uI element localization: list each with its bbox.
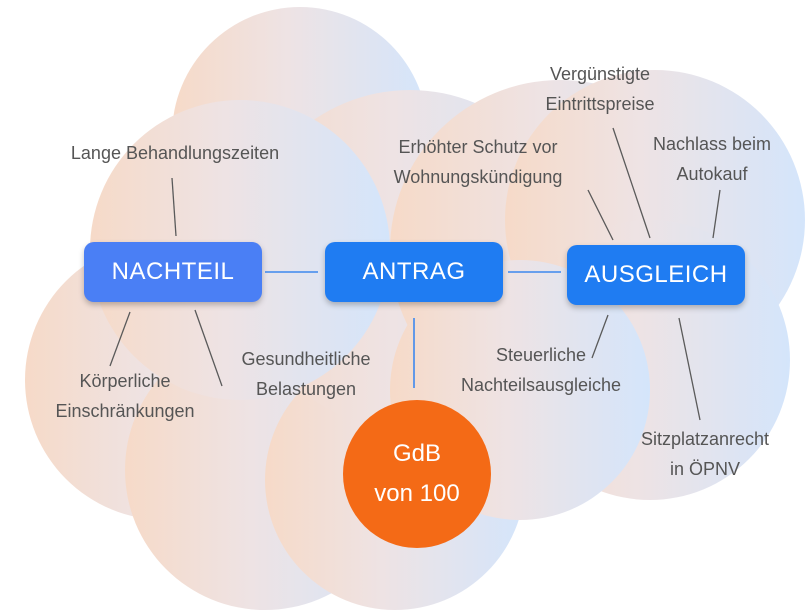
label-line: Steuerliche <box>495 345 587 365</box>
label-line: Einschränkungen <box>55 401 195 421</box>
gdb-line-1: GdB <box>392 440 442 467</box>
pointer-lines <box>109 127 721 421</box>
label-line: Wohnungskündigung <box>393 167 563 187</box>
label-line: Autokauf <box>676 164 748 184</box>
nachteil-box: NACHTEIL <box>84 242 262 302</box>
label-gesundheitliche-belastungen: Gesundheitliche Belastungen <box>216 344 396 404</box>
label-line: Belastungen <box>255 379 357 399</box>
label-line: Gesundheitliche <box>241 349 371 369</box>
label-line: Nachteilsausgleiche <box>460 375 622 395</box>
label-steuerliche-nachteilsausgleiche: Steuerliche Nachteilsausgleiche <box>436 340 646 400</box>
label-text: Lange Behandlungszeiten <box>70 143 280 163</box>
label-verguenstigte-eintrittspreise: Vergünstigte Eintrittspreise <box>520 59 680 119</box>
label-line: Sitzplatzanrecht <box>640 429 770 449</box>
ausgleich-label: AUSGLEICH <box>584 261 728 288</box>
connector-lines <box>265 271 561 388</box>
ausgleich-box: AUSGLEICH <box>567 245 745 305</box>
label-line: Nachlass beim <box>652 134 772 154</box>
antrag-label: ANTRAG <box>362 258 466 285</box>
label-line: Erhöhter Schutz vor <box>398 137 558 157</box>
label-sitzplatzanrecht: Sitzplatzanrecht in ÖPNV <box>620 424 790 484</box>
label-erhoehter-schutz: Erhöhter Schutz vor Wohnungskündigung <box>368 132 588 192</box>
label-koerperliche-einschraenkungen: Körperliche Einschränkungen <box>30 366 220 426</box>
label-line: Vergünstigte <box>549 64 651 84</box>
gdb-line-2: von 100 <box>374 480 460 507</box>
label-nachlass-autokauf: Nachlass beim Autokauf <box>637 129 787 189</box>
antrag-box: ANTRAG <box>325 242 503 302</box>
nachteil-label: NACHTEIL <box>111 258 235 285</box>
label-line: Körperliche <box>79 371 171 391</box>
label-line: in ÖPNV <box>669 459 741 479</box>
label-lange-behandlungszeiten: Lange Behandlungszeiten <box>40 138 310 168</box>
gdb-result-circle: GdB von 100 <box>343 400 491 548</box>
label-line: Eintrittspreise <box>545 94 655 114</box>
